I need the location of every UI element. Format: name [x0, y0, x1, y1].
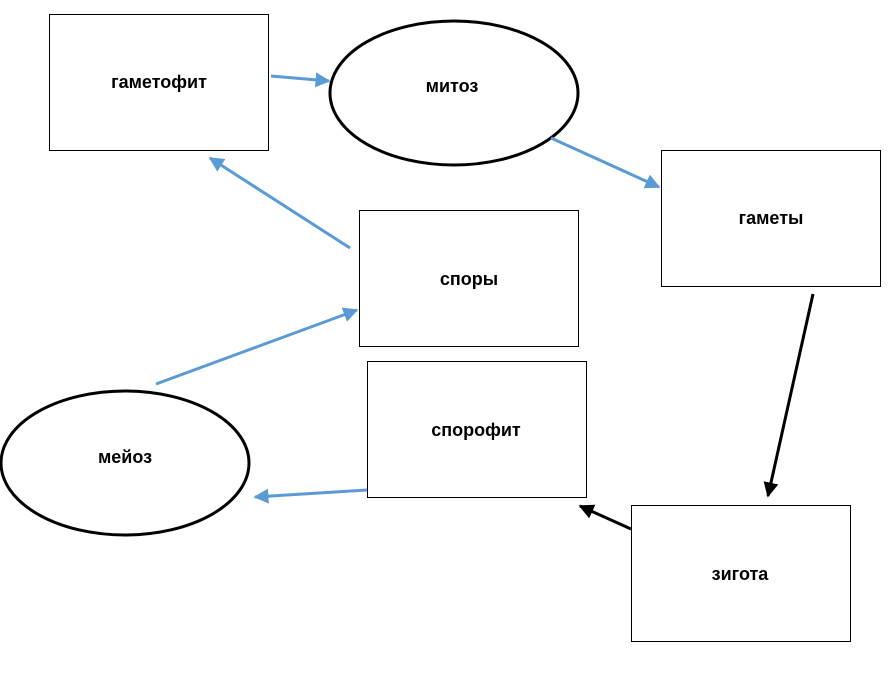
node-sporophyte-label: спорофит	[431, 420, 521, 440]
node-mitosis: митоз	[328, 19, 580, 167]
node-zygote-label: зигота	[712, 564, 770, 584]
node-spores: споры	[359, 210, 579, 347]
node-meiosis-label: мейоз	[98, 447, 152, 467]
arrow-mitosis-to-gametes	[550, 136, 661, 189]
node-gametes-label: гаметы	[739, 208, 804, 228]
arrow-gametes-to-zygote	[763, 293, 815, 498]
arrow-gametophyte-to-mitosis	[270, 72, 331, 88]
arrow-spores-to-gametophyte	[208, 156, 351, 250]
node-sporophyte: спорофит	[367, 361, 587, 498]
node-meiosis: мейоз	[0, 389, 251, 537]
node-gametes: гаметы	[661, 150, 881, 287]
node-gametophyte: гаметофит	[49, 14, 269, 151]
arrow-sporophyte-to-meiosis	[253, 488, 368, 504]
arrow-meiosis-to-spores	[155, 307, 359, 386]
node-zygote: зигота	[631, 505, 851, 642]
node-mitosis-label: митоз	[426, 76, 479, 96]
node-spores-label: споры	[440, 269, 498, 289]
node-gametophyte-label: гаметофит	[111, 72, 207, 92]
arrow-zygote-to-sporophyte	[578, 504, 632, 531]
